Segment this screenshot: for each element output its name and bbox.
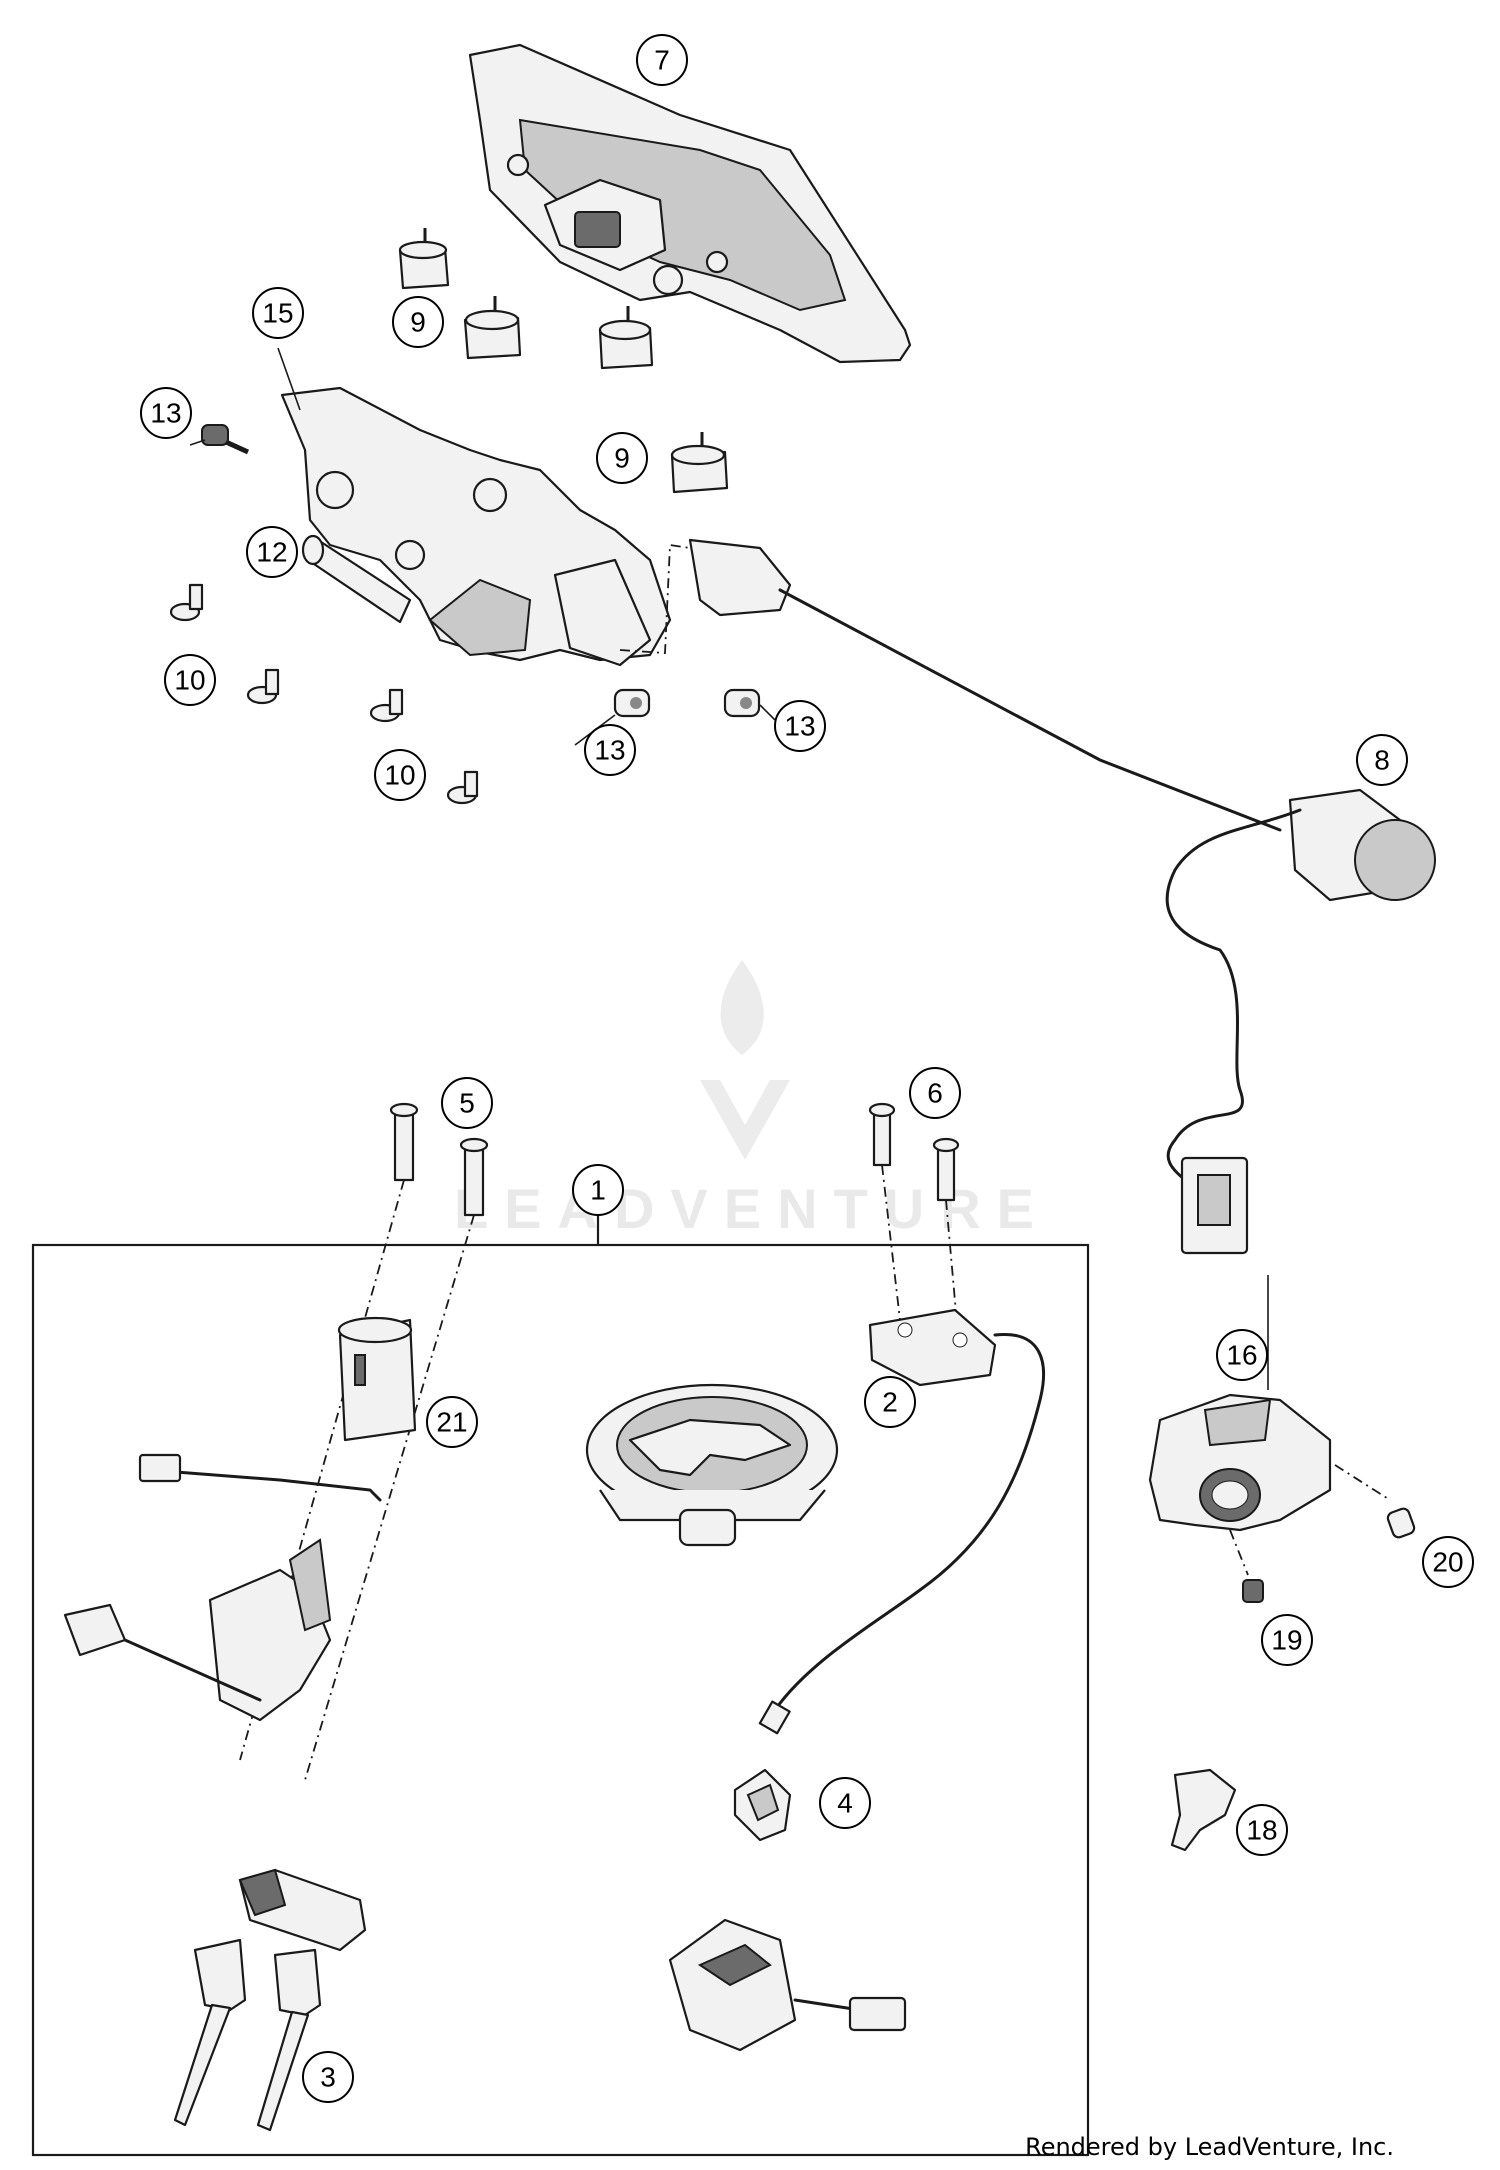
callout-13: 13 [584, 724, 636, 776]
callout-15: 15 [252, 287, 304, 339]
part-lock-housing [1148, 1393, 1391, 1576]
callout-20-label: 20 [1432, 1547, 1463, 1578]
callout-7: 7 [636, 34, 688, 86]
callout-18: 18 [1236, 1804, 1288, 1856]
callout-12-label: 12 [256, 537, 287, 568]
assembly-frame [31, 1215, 1090, 2157]
part-keys [173, 1868, 367, 2132]
callout-15-label: 15 [262, 298, 293, 329]
callout-6-label: 6 [927, 1078, 943, 1109]
part-lock-screw [239, 1102, 489, 1781]
callout-19-label: 19 [1271, 1625, 1302, 1656]
callout-10-label: 10 [174, 665, 205, 696]
callout-9-label: 9 [410, 307, 426, 338]
callout-10: 10 [164, 654, 216, 706]
callout-13-label: 13 [784, 711, 815, 742]
part-fuel-cap [585, 1383, 839, 1547]
part-grommet [398, 228, 729, 494]
callout-9: 9 [392, 296, 444, 348]
part-ignition-lock [63, 1453, 382, 1722]
callout-3: 3 [302, 2051, 354, 2103]
part-lock-cylinder [337, 1316, 417, 1442]
callout-9: 9 [596, 432, 648, 484]
callout-4: 4 [819, 1777, 871, 1829]
callout-19: 19 [1261, 1614, 1313, 1666]
callout-10-label: 10 [384, 760, 415, 791]
callout-16: 16 [1216, 1329, 1268, 1381]
part-housing-screw [1386, 1507, 1416, 1539]
callout-13: 13 [140, 387, 192, 439]
part-screw [201, 424, 761, 718]
callout-10: 10 [374, 749, 426, 801]
callout-18-label: 18 [1246, 1815, 1277, 1846]
callout-4-label: 4 [837, 1788, 853, 1819]
callout-5-label: 5 [459, 1088, 475, 1119]
callout-12: 12 [246, 526, 298, 578]
part-small-bracket [1170, 1768, 1237, 1852]
callout-3-label: 3 [320, 2062, 336, 2093]
render-credit: Rendered by LeadVenture, Inc. [1025, 2133, 1394, 2161]
callout-16-label: 16 [1226, 1340, 1257, 1371]
callout-1: 1 [572, 1164, 624, 1216]
callout-21: 21 [426, 1396, 478, 1448]
callout-8: 8 [1356, 734, 1408, 786]
part-immobilizer-module [668, 1918, 907, 2052]
part-sensor-plate [758, 1308, 1045, 1735]
callout-2-label: 2 [882, 1387, 898, 1418]
part-bushing [301, 534, 412, 624]
part-mounting-bracket [280, 386, 672, 667]
callout-2: 2 [864, 1376, 916, 1428]
callout-8-label: 8 [1374, 745, 1390, 776]
callout-9-label: 9 [614, 443, 630, 474]
part-instrument-cluster [468, 43, 912, 364]
callout-21-label: 21 [436, 1407, 467, 1438]
callout-13: 13 [774, 700, 826, 752]
part-housing-nut [1242, 1579, 1264, 1603]
part-small-screw [169, 583, 479, 805]
part-wiring-harness [619, 538, 1436, 1255]
leadventure-watermark: LEADVENTURE [454, 960, 1050, 1240]
part-plate-screw [868, 1102, 960, 1336]
callout-20: 20 [1422, 1536, 1474, 1588]
callout-5: 5 [441, 1077, 493, 1129]
callout-13-label: 13 [594, 735, 625, 766]
watermark-text: LEADVENTURE [454, 1177, 1050, 1240]
callout-13-label: 13 [150, 398, 181, 429]
callout-1-label: 1 [590, 1175, 606, 1206]
callout-6: 6 [909, 1067, 961, 1119]
part-clip [733, 1768, 792, 1842]
callout-7-label: 7 [654, 45, 670, 76]
